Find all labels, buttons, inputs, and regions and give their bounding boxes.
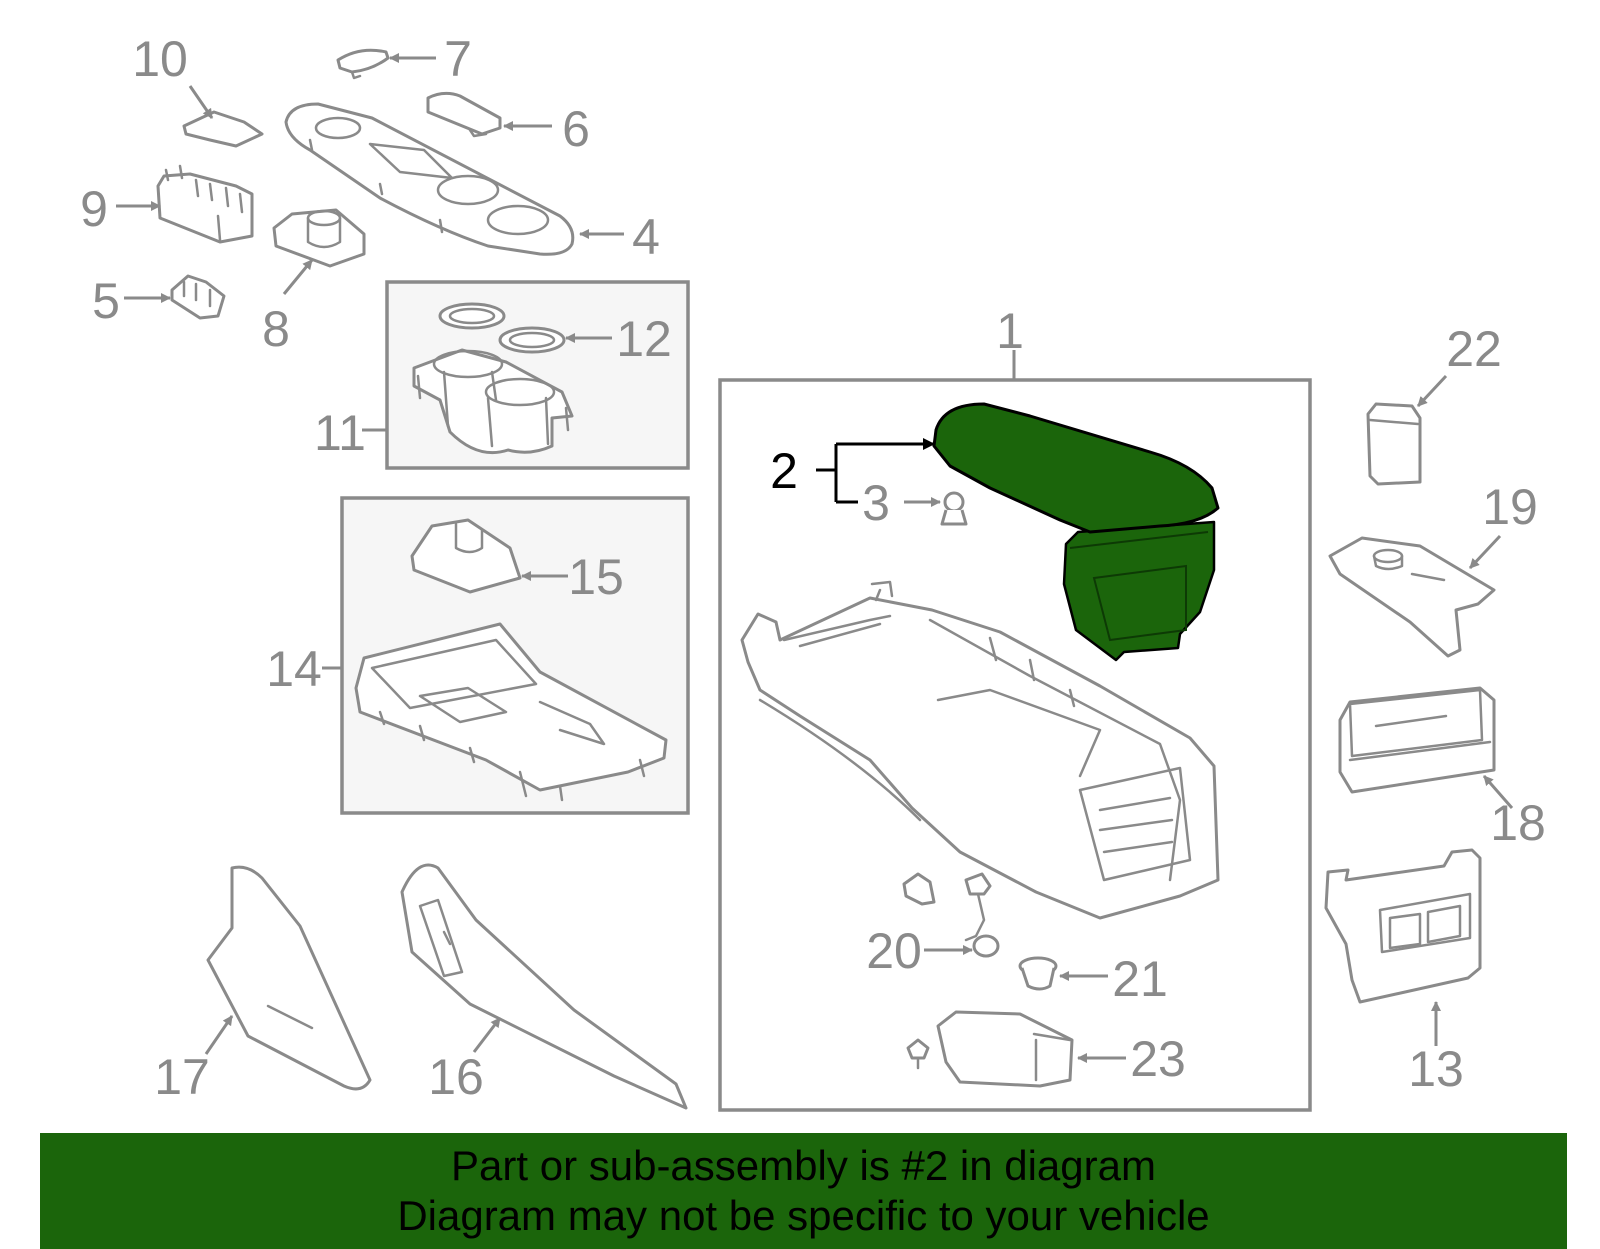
callout-9: 9 bbox=[80, 181, 108, 237]
part-2-armrest-highlighted[interactable] bbox=[932, 402, 1220, 662]
callout-5: 5 bbox=[92, 273, 120, 329]
part-21-socket[interactable] bbox=[1018, 956, 1058, 991]
leader-2 bbox=[816, 444, 838, 502]
part-3-clip[interactable] bbox=[940, 491, 968, 526]
part-7-cap[interactable] bbox=[336, 48, 390, 80]
part-13-rear-vent-panel[interactable] bbox=[1324, 848, 1482, 1004]
part-5-clip[interactable] bbox=[170, 274, 226, 320]
callout-10: 10 bbox=[132, 31, 188, 87]
callout-23: 23 bbox=[1130, 1031, 1186, 1087]
leader-18 bbox=[1482, 775, 1514, 809]
part-20-wire-harness[interactable] bbox=[902, 872, 1000, 958]
leader-17 bbox=[204, 1015, 234, 1055]
leader-10 bbox=[188, 85, 214, 119]
part-11-cup-holder[interactable] bbox=[412, 348, 574, 455]
callout-21: 21 bbox=[1112, 951, 1168, 1007]
part-23-duct[interactable] bbox=[906, 1010, 1074, 1088]
callout-4: 4 bbox=[632, 209, 660, 265]
callout-22: 22 bbox=[1446, 321, 1502, 377]
banner-line-2: Diagram may not be specific to your vehi… bbox=[397, 1192, 1210, 1239]
part-14-console-base[interactable] bbox=[354, 622, 668, 802]
callout-14: 14 bbox=[266, 641, 322, 697]
callout-1: 1 bbox=[996, 303, 1024, 359]
callout-16: 16 bbox=[428, 1049, 484, 1105]
part-1-console-body[interactable] bbox=[740, 580, 1220, 920]
callout-3: 3 bbox=[862, 475, 890, 531]
callout-8: 8 bbox=[262, 301, 290, 357]
part-15-shift-cover[interactable] bbox=[410, 518, 522, 594]
callout-12: 12 bbox=[616, 311, 672, 367]
part-6-cover[interactable] bbox=[426, 91, 502, 138]
callout-7: 7 bbox=[444, 31, 472, 87]
leader-8 bbox=[282, 259, 314, 295]
part-10-bracket[interactable] bbox=[182, 110, 264, 148]
part-22-switch[interactable] bbox=[1366, 402, 1422, 486]
callout-13: 13 bbox=[1408, 1041, 1464, 1097]
callout-11: 11 bbox=[314, 405, 366, 461]
callout-17: 17 bbox=[154, 1049, 210, 1105]
part-17-side-panel[interactable] bbox=[206, 865, 372, 1091]
banner-line-1: Part or sub-assembly is #2 in diagram bbox=[451, 1142, 1156, 1189]
callout-18: 18 bbox=[1490, 795, 1546, 851]
leader-22 bbox=[1416, 374, 1448, 408]
callout-15: 15 bbox=[568, 549, 624, 605]
leader-19 bbox=[1468, 534, 1502, 570]
part-18-switch-panel[interactable] bbox=[1338, 686, 1496, 794]
part-16-side-panel[interactable] bbox=[400, 863, 688, 1110]
leader-16 bbox=[472, 1017, 502, 1053]
callout-6: 6 bbox=[562, 101, 590, 157]
part-12-rings[interactable] bbox=[438, 302, 566, 354]
part-8-dial-base[interactable] bbox=[272, 208, 366, 268]
callout-19: 19 bbox=[1482, 479, 1538, 535]
part-19-control-panel[interactable] bbox=[1328, 536, 1496, 658]
part-4-trim-panel[interactable] bbox=[284, 102, 575, 256]
callout-2: 2 bbox=[770, 443, 798, 499]
part-9-switch[interactable] bbox=[156, 164, 254, 244]
info-banner: Part or sub-assembly is #2 in diagram Di… bbox=[40, 1133, 1567, 1249]
callout-20: 20 bbox=[866, 923, 922, 979]
